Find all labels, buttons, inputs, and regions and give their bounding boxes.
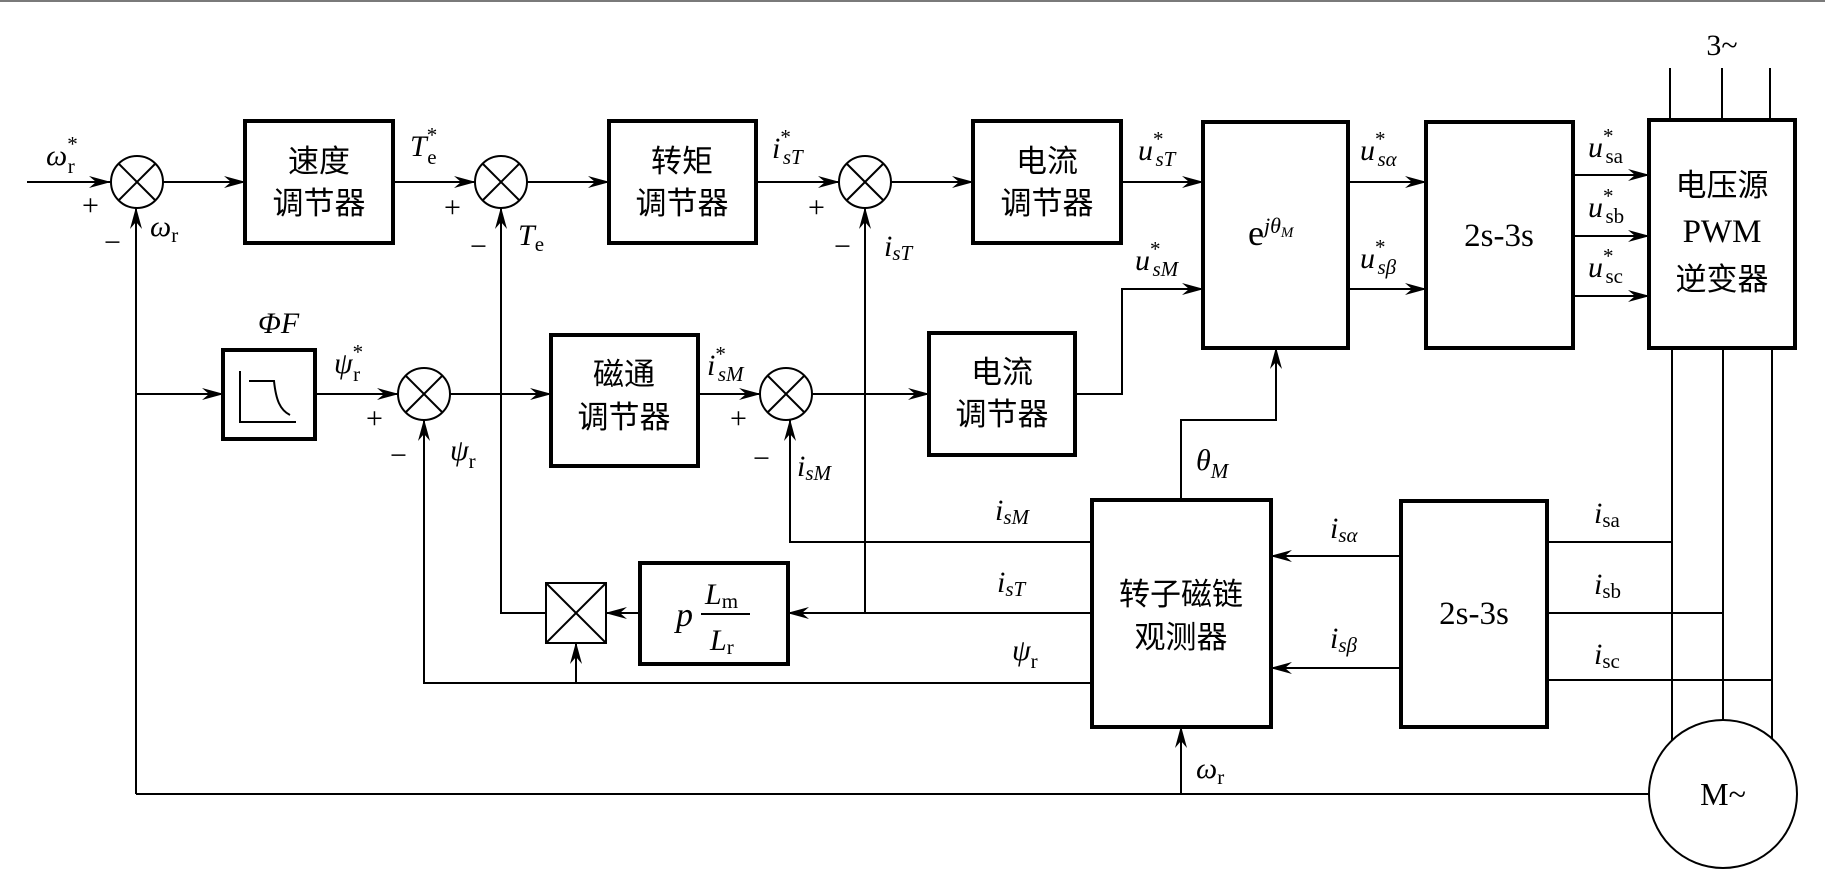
flux-func-curve [249, 380, 291, 416]
inverter-label-3: 逆变器 [1676, 262, 1769, 298]
label-omega-fb: ωr [150, 210, 178, 247]
sign-plus-3: + [808, 191, 825, 224]
sign-minus-2: − [470, 230, 487, 263]
label-obs-isM: isM [995, 494, 1031, 529]
sign-minus-4: − [390, 439, 407, 472]
sum-junction-speed [110, 155, 164, 209]
current-reg-M-label-2: 调节器 [956, 397, 1049, 433]
label-isT-ref: i*sT [772, 125, 804, 169]
label-Te-fb: Te [518, 219, 544, 256]
motor: M~ [1648, 719, 1798, 869]
block-multiplier [545, 582, 607, 644]
sign-plus-1: + [82, 189, 99, 222]
inverter-label-1: 电压源 [1676, 168, 1769, 204]
wire-theta [1180, 347, 1282, 500]
sum-junction-isT [838, 155, 892, 209]
speed-reg-label-2: 调节器 [273, 186, 366, 222]
sum-junction-flux [397, 367, 451, 421]
current-reg-T-label-2: 调节器 [1001, 186, 1094, 222]
gain-p: p [674, 597, 693, 634]
label-u-b: u*sb [1588, 184, 1624, 228]
flux-reg-label-1: 磁通 [593, 357, 655, 393]
block-flux-observer: 转子磁链 观测器 [1090, 498, 1273, 729]
block-2s-3s-bottom: 2s-3s [1399, 499, 1549, 729]
label-omega-ref: ω*r [46, 132, 78, 178]
label-Te-ref: T*e [410, 123, 437, 169]
block-current-regulator-T: 电流 调节器 [971, 119, 1123, 245]
wire-usM [1075, 283, 1204, 395]
label-psi-fb: ψr [450, 434, 476, 473]
label-i-alpha: isα [1330, 512, 1359, 547]
label-i-c: isc [1594, 638, 1620, 673]
motor-label: M~ [1700, 776, 1746, 812]
rotation-label: ejθM [1248, 213, 1295, 253]
block-flux-function [221, 348, 317, 441]
block-inverter: 电压源 PWM 逆变器 [1647, 118, 1797, 350]
sign-minus-3: − [834, 230, 851, 263]
block-2s-3s-top: 2s-3s [1424, 120, 1575, 350]
sign-plus-4: + [366, 402, 383, 435]
label-isM-fb: isM [797, 450, 833, 485]
gain-denominator: Lr [709, 624, 734, 659]
speed-reg-label-1: 速度 [288, 144, 350, 180]
block-rotation-transform: ejθM [1201, 120, 1350, 350]
label-us-beta: u*sβ [1360, 235, 1397, 279]
label-obs-isT: isT [997, 566, 1027, 601]
sign-minus-5: − [753, 442, 770, 475]
label-us-alpha: u*sα [1360, 127, 1398, 171]
sign-minus-1: − [104, 226, 121, 259]
block-current-regulator-M: 电流 调节器 [927, 331, 1077, 457]
block-flux-regulator: 磁通 调节器 [549, 333, 700, 468]
label-isT-fb: isT [884, 230, 914, 265]
block-speed-regulator: 速度 调节器 [243, 119, 395, 245]
sum-junction-isM [759, 367, 813, 421]
label-obs-psi: ψr [1012, 634, 1038, 673]
supply-label: 3~ [1706, 29, 1737, 62]
label-theta: θM [1196, 444, 1230, 483]
label-i-beta: isβ [1330, 622, 1358, 657]
torque-reg-label-2: 调节器 [636, 186, 729, 222]
current-reg-M-label-1: 电流 [971, 355, 1033, 391]
wires [27, 68, 1773, 795]
block-torque-regulator: 转矩 调节器 [607, 119, 758, 245]
observer-label-1: 转子磁链 [1119, 577, 1243, 613]
sum-junction-torque [474, 155, 528, 209]
sign-plus-5: + [730, 402, 747, 435]
conv-bottom-label: 2s-3s [1439, 596, 1509, 632]
label-u-a: u*sa [1588, 124, 1624, 168]
label-u-c: u*sc [1588, 244, 1623, 288]
label-usM: u*sM [1135, 237, 1180, 281]
wire-psi-fb [418, 419, 1092, 684]
observer-label-2: 观测器 [1135, 620, 1228, 656]
block-gain: p Lm Lr [638, 561, 790, 666]
label-i-b: isb [1594, 568, 1621, 603]
label-flux-func: ΦF [258, 307, 300, 340]
label-psi-ref: ψ*r [334, 340, 363, 386]
conv-top-label: 2s-3s [1464, 218, 1534, 254]
label-usT: u*sT [1138, 127, 1177, 171]
flux-reg-label-2: 调节器 [578, 400, 671, 436]
gain-numerator: Lm [704, 578, 738, 613]
top-border [0, 0, 1825, 2]
label-omega-observer: ωr [1196, 752, 1224, 789]
torque-reg-label-1: 转矩 [651, 144, 713, 180]
inverter-label-2: PWM [1683, 214, 1762, 250]
signal-labels: ω*r ωr T*e Te i*sT isT u*sT u*sM u*sα u*… [46, 123, 1624, 789]
wire-isM-fb [784, 419, 1092, 543]
current-reg-T-label-1: 电流 [1016, 144, 1078, 180]
junction-signs: + − + − + − + − + − [82, 189, 851, 475]
wire-Te-fb [495, 207, 546, 614]
label-i-a: isa [1594, 497, 1621, 532]
label-isM-ref: i*sM [707, 342, 745, 386]
flux-func-axes [239, 371, 296, 423]
sign-plus-2: + [444, 191, 461, 224]
